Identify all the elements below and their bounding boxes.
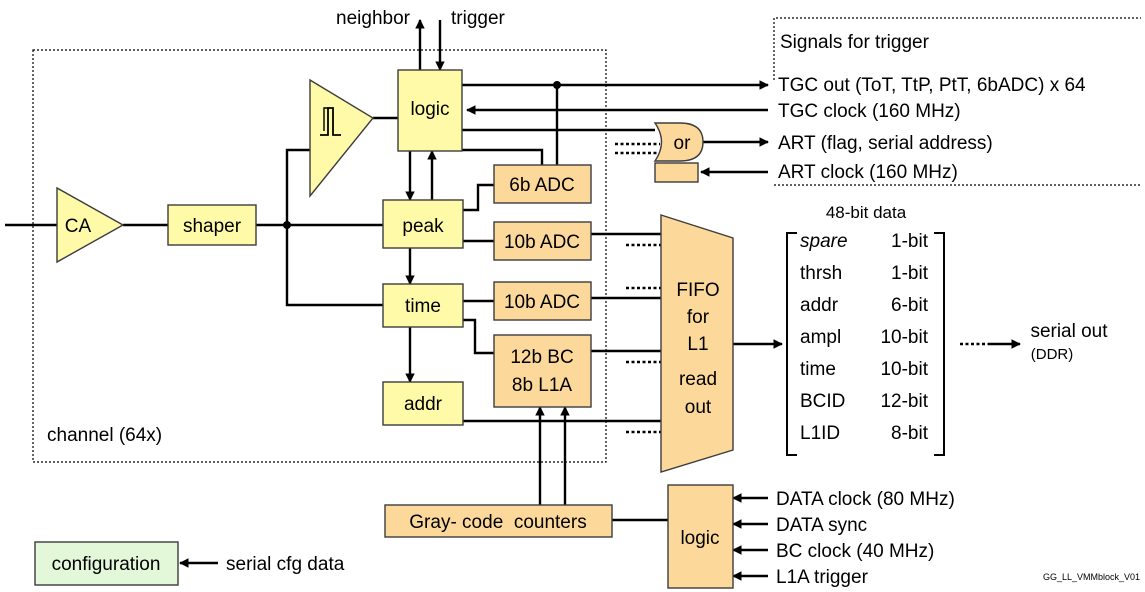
field-name: BCID <box>800 391 845 412</box>
field-name: spare <box>800 231 848 252</box>
charge-amplifier: CA <box>56 186 125 264</box>
configuration-label: configuration <box>52 554 161 575</box>
field-name: L1ID <box>800 423 840 444</box>
hysteresis-icon <box>320 107 341 136</box>
bc-line2: 8b L1A <box>512 375 573 396</box>
discriminator <box>309 78 375 198</box>
ca-label: CA <box>65 216 92 237</box>
addr-label: addr <box>404 394 443 415</box>
time-block: time <box>382 283 464 328</box>
bc-clock-label: BC clock (40 MHz) <box>776 541 934 562</box>
field-bits: 1-bit <box>891 263 929 284</box>
l1a-trigger-label: L1A trigger <box>776 567 869 588</box>
logic-block-channel: logic <box>397 69 463 152</box>
data-word-fields: spare 1-bit thrsh 1-bit addr 6-bit ampl 10-bit t… <box>800 231 929 444</box>
channel-label: channel (64x) <box>47 425 162 446</box>
channel-frame <box>32 49 607 463</box>
adc6-label: 6b ADC <box>509 175 574 196</box>
field-bits: 10-bit <box>880 359 928 380</box>
field-name: time <box>800 359 836 380</box>
field-bits: 8-bit <box>891 423 929 444</box>
fifo-line-5: out <box>685 397 712 418</box>
peak-block: peak <box>382 199 464 249</box>
config-input-label: serial cfg data <box>226 554 345 575</box>
neighbor-label: neighbor <box>336 8 411 29</box>
field-bits: 10-bit <box>880 327 928 348</box>
adc-10bit-peak-block: 10b ADC <box>493 221 592 261</box>
adc-10bit-time-block: 10b ADC <box>493 281 592 321</box>
trigger-label: trigger <box>451 8 506 29</box>
fifo-line-4: read <box>679 369 717 390</box>
logic-bottom-label: logic <box>680 528 719 549</box>
tgc-out-label: TGC out (ToT, TtP, PtT, 6bADC) x 64 <box>778 75 1086 96</box>
fifo-line-3: L1 <box>687 334 708 355</box>
trigger-signals-frame-top <box>773 17 1141 80</box>
data-sync-label: DATA sync <box>776 515 867 536</box>
bc-line1: 12b BC <box>510 347 573 368</box>
adc-6bit-block: 6b ADC <box>493 164 592 204</box>
shaper-label: shaper <box>183 216 242 237</box>
trigger-signals-title: Signals for trigger <box>780 32 930 53</box>
gray-code-counters-block: Gray- code counters <box>384 504 613 538</box>
logic-block-bottom: logic <box>667 484 734 589</box>
fifo-line-2: for <box>687 307 710 328</box>
field-bits: 12-bit <box>880 391 928 412</box>
tgc-clock-label: TGC clock (160 MHz) <box>778 101 961 122</box>
fifo-line-1: FIFO <box>676 280 719 301</box>
data-word-right-bracket <box>934 232 945 456</box>
shaper-block: shaper <box>167 204 257 246</box>
art-label: ART (flag, serial address) <box>778 133 993 154</box>
logic-channel-label: logic <box>410 99 449 120</box>
data-clock-label: DATA clock (80 MHz) <box>776 489 955 510</box>
art-clock-block <box>654 162 699 183</box>
bc-l1a-block: 12b BC 8b L1A <box>493 334 592 408</box>
adc10-peak-label: 10b ADC <box>504 232 580 253</box>
peak-label: peak <box>402 216 444 237</box>
field-name: thrsh <box>800 263 842 284</box>
field-name: ampl <box>800 327 841 348</box>
serial-out-label: serial out <box>1030 321 1108 342</box>
configuration-block: configuration <box>34 541 179 586</box>
serial-out-ddr: (DDR) <box>1031 346 1074 363</box>
gray-label: Gray- code counters <box>409 512 586 533</box>
data-word-left-bracket <box>786 232 797 456</box>
adc10-time-label: 10b ADC <box>504 292 580 313</box>
data-word-title: 48-bit data <box>826 203 907 222</box>
or-label: or <box>674 133 692 154</box>
field-name: addr <box>800 295 839 316</box>
art-clock-label: ART clock (160 MHz) <box>778 162 958 183</box>
time-label: time <box>405 296 441 317</box>
fifo-block: FIFO for L1 read out <box>660 214 734 473</box>
addr-block: addr <box>382 381 464 426</box>
field-bits: 1-bit <box>891 231 929 252</box>
field-bits: 6-bit <box>891 295 929 316</box>
footer-id: GG_LL_VMMblock_V01 <box>1043 572 1140 582</box>
or-gate: or <box>653 122 704 162</box>
